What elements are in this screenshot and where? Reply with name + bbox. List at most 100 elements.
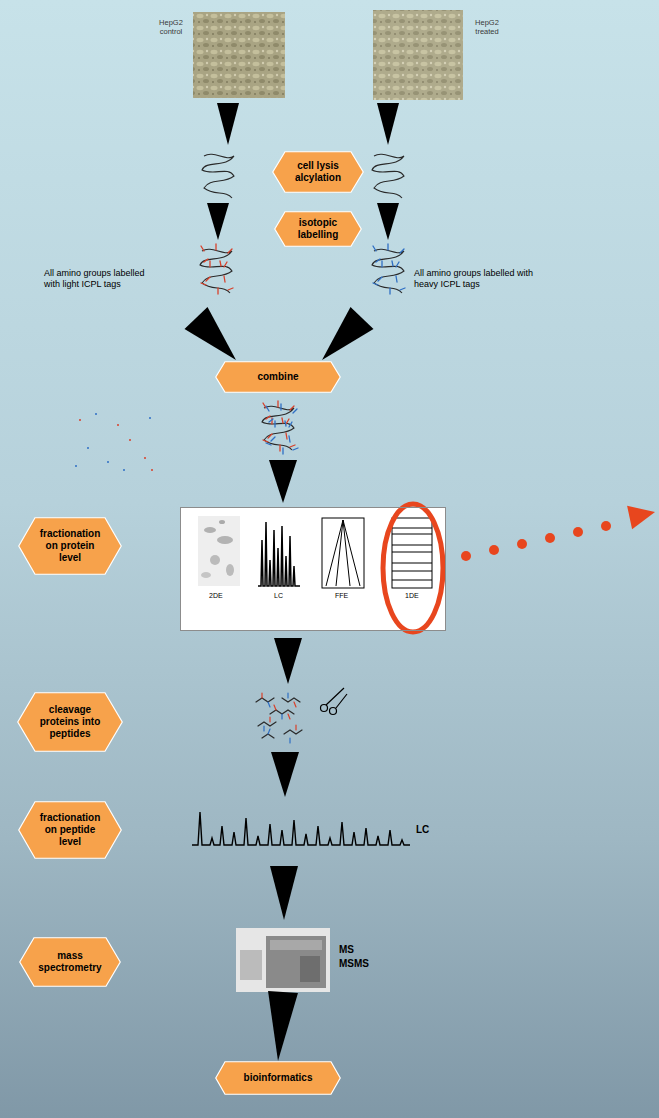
hexagon-shape	[20, 938, 121, 987]
step-label: cleavage proteins into peptides	[38, 704, 102, 740]
flow-arrow	[271, 752, 299, 797]
fractionation-panel	[219, 520, 225, 524]
fractionation-panel	[210, 555, 220, 565]
pointer-dots	[601, 521, 611, 531]
ms-label: MSMS	[339, 958, 369, 970]
labelled-protein	[373, 244, 405, 294]
label-dots	[75, 465, 77, 467]
cell-photo: HepG2 control	[193, 12, 285, 98]
ms-instrument	[240, 950, 262, 980]
scissors	[321, 705, 328, 712]
process-hexagon: cleavage proteins into peptides	[17, 692, 123, 752]
flow-arrow	[269, 460, 297, 503]
highlight-ellipse	[383, 504, 443, 632]
flow-arrow	[322, 307, 374, 360]
fractionation-panel	[180, 507, 446, 631]
label-dots	[151, 469, 153, 471]
method-label: LC	[274, 592, 283, 600]
flow-arrow	[377, 203, 399, 240]
fractionation-panel	[326, 520, 360, 586]
fractionation-panel	[180, 507, 446, 631]
flow-arrow	[268, 991, 298, 1061]
label-dots	[129, 439, 131, 441]
scissors	[326, 688, 347, 708]
flow-arrow	[270, 866, 298, 920]
ms-instrument	[300, 956, 320, 982]
process-hexagon: fractionation on peptide level	[18, 801, 122, 859]
hexagon-shape	[216, 362, 341, 393]
peptides	[262, 693, 296, 730]
label-dots	[149, 417, 151, 419]
cell-photo	[193, 12, 285, 98]
ms-instrument	[270, 940, 322, 950]
scissors	[321, 688, 348, 715]
step-label: bioinformatics	[244, 1072, 313, 1084]
flow-arrow	[207, 203, 229, 240]
combined-protein	[262, 401, 298, 454]
label-dots	[117, 424, 119, 426]
cell-photo: HepG2 treated	[373, 10, 463, 100]
scissors	[330, 708, 337, 715]
label-dots	[87, 447, 89, 449]
sample-label: HepG2 treated	[471, 18, 503, 36]
process-hexagon: mass spectrometry	[19, 937, 121, 987]
ms-label: MS	[339, 944, 354, 956]
fractionation-panel	[258, 522, 300, 586]
combined-protein	[266, 404, 298, 454]
label-dots	[107, 461, 109, 463]
chromatogram	[192, 812, 410, 845]
pointer-dots	[461, 506, 655, 561]
label-dots	[95, 413, 97, 415]
labelled-protein	[200, 249, 232, 293]
fractionation-panel: 2DE LC FFE 1DE	[180, 507, 446, 631]
cell-photo	[193, 12, 285, 98]
fractionation-panel	[392, 518, 432, 588]
flow-arrow	[185, 307, 237, 360]
pointer-dots	[517, 539, 527, 549]
peptides	[256, 693, 302, 743]
hexagon-shape	[18, 693, 123, 752]
labelled-protein	[201, 244, 233, 294]
hexagon-shape	[273, 152, 364, 193]
method-label: FFE	[335, 592, 348, 600]
pointer-dots	[461, 551, 471, 561]
hexagon-shape	[275, 212, 362, 247]
protein-strand	[372, 154, 404, 198]
fractionation-panel	[217, 536, 233, 544]
cell-photo	[373, 10, 463, 100]
flow-arrow	[377, 103, 399, 145]
pointer-dots	[489, 545, 499, 555]
ms-instrument	[266, 936, 326, 988]
label-dots	[75, 413, 153, 471]
cell-photo	[373, 10, 463, 100]
labelled-protein	[200, 244, 405, 294]
highlight-ellipse	[383, 504, 443, 632]
protein-strand	[202, 154, 234, 198]
fractionation-panel	[198, 516, 240, 586]
fractionation-panel	[204, 527, 216, 533]
ms-instrument: MSMSMS	[236, 928, 330, 992]
peptides	[264, 693, 290, 743]
hexagon-shape	[216, 1062, 341, 1095]
step-label: combine	[257, 371, 298, 383]
pointer-dots	[573, 527, 583, 537]
chromatogram	[192, 812, 410, 845]
method-label: 2DE	[209, 592, 223, 600]
step-label: fractionation on peptide level	[38, 812, 102, 848]
ms-instrument	[236, 928, 330, 992]
flow-arrow	[217, 103, 239, 145]
flow-arrow	[274, 638, 302, 684]
fractionation-panel	[226, 564, 234, 576]
method-label: 1DE	[405, 592, 419, 600]
process-hexagon: bioinformatics	[215, 1061, 341, 1095]
process-hexagon: fractionation on protein level	[18, 517, 122, 575]
sample-label: HepG2 control	[156, 18, 186, 36]
fractionation-panel	[201, 572, 211, 578]
lc-label: LC	[416, 824, 429, 836]
process-hexagon: isotopic labelling	[274, 211, 362, 247]
process-hexagon: combine	[215, 361, 341, 393]
pointer-dots	[545, 533, 555, 543]
cell-photo	[373, 10, 463, 100]
hexagon-shape	[19, 518, 122, 575]
step-label: fractionation on protein level	[38, 528, 102, 564]
